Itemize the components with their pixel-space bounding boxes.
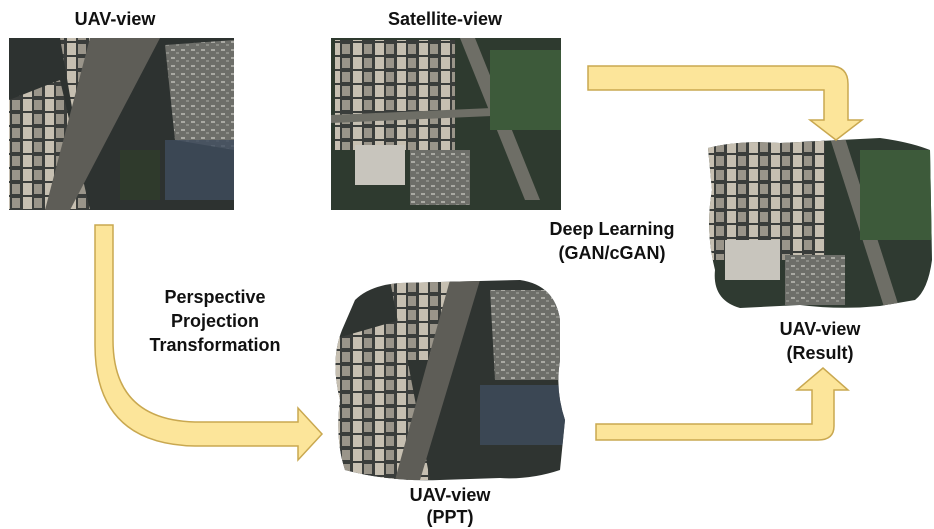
uav-result-image: [708, 138, 932, 308]
uav-view-title: UAV-view: [74, 9, 156, 29]
arrow-uav-to-ppt: [94, 224, 324, 462]
ppt-label-line3: Transformation: [149, 335, 281, 355]
deep-learning-label: Deep Learning: [549, 219, 675, 239]
ppt-label-line1: Perspective: [164, 287, 266, 307]
uav-ppt-image: [335, 280, 565, 481]
arrow-satellite-to-result: [587, 65, 865, 141]
satellite-view-title: Satellite-view: [387, 9, 503, 29]
satellite-view-image: [331, 38, 561, 210]
ppt-label-line2: Projection: [170, 311, 259, 331]
uav-ppt-title: UAV-view: [409, 485, 491, 505]
uav-view-image: [9, 38, 234, 210]
uav-result-title: UAV-view: [779, 319, 861, 339]
uav-result-subtitle: (Result): [786, 343, 854, 363]
arrow-ppt-to-result: [595, 367, 850, 441]
gan-label: (GAN/cGAN): [558, 243, 666, 263]
uav-ppt-subtitle: (PPT): [426, 507, 474, 527]
